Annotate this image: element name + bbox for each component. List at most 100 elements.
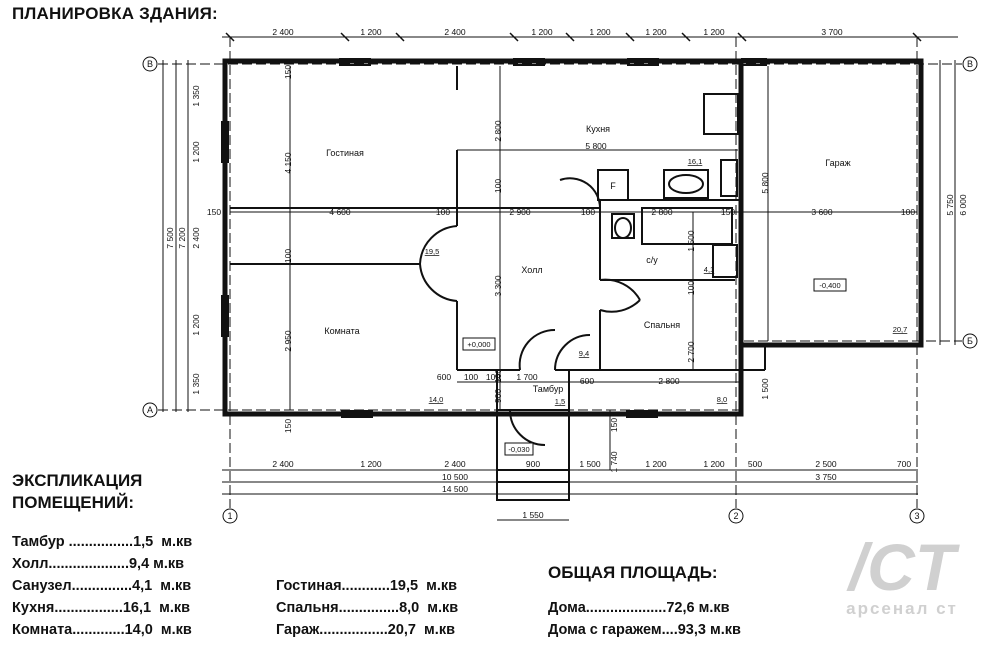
dim-label: 2 950: [283, 330, 293, 352]
area-label: 14,0: [429, 395, 444, 404]
axis-marker-right-mid: [962, 333, 978, 349]
dim-label: 150: [721, 207, 735, 217]
dim-label: 1 740: [609, 451, 619, 473]
axis-label: 2: [733, 511, 738, 521]
dim-label: 900: [526, 459, 540, 469]
area-label: 9,4: [579, 349, 589, 358]
dim-label: 1 350: [191, 85, 201, 107]
explication-row: Кухня.................16,1 м.кв: [12, 600, 191, 616]
dim-label: 500: [748, 459, 762, 469]
axis-marker-top-left: [142, 56, 158, 72]
dim-label: 2 400: [191, 227, 201, 249]
axis-marker-2: [728, 508, 744, 524]
explication-row: Комната.............14,0 м.кв: [12, 622, 192, 638]
dim-label: 150: [207, 207, 221, 217]
room-label-garage: Гараж: [825, 158, 850, 168]
dim-label: 100: [436, 207, 450, 217]
dim-label: 600: [437, 372, 451, 382]
dim-label: 2 400: [444, 459, 466, 469]
area-label: 1,5: [555, 397, 565, 406]
dim-label: 100: [686, 281, 696, 295]
explication-title-line: ЭКСПЛИКАЦИЯ: [12, 471, 143, 490]
level-label: -0,030: [508, 445, 529, 454]
room-label-hall: Холл: [521, 265, 542, 275]
dim-label: 700: [897, 459, 911, 469]
dim-label: 6 000: [958, 194, 968, 216]
dim-label: 100: [493, 179, 503, 193]
explication-row: Тамбур ................1,5 м.кв: [12, 534, 193, 550]
explication-row: Гостиная............19,5 м.кв: [276, 578, 458, 594]
axis-marker-top-right: [962, 56, 978, 72]
dim-label: 2 800: [651, 207, 673, 217]
dim-label: 1 500: [686, 230, 696, 252]
axis-label: Б: [967, 336, 973, 346]
dim-label: 4 150: [283, 152, 293, 174]
dim-label: 100: [283, 249, 293, 263]
dim-label: 1 350: [191, 373, 201, 395]
dim-label: 150: [283, 419, 293, 433]
dim-label: 1 500: [579, 459, 601, 469]
explication-row: Гараж.................20,7 м.кв: [276, 622, 455, 638]
dim-label: 100: [464, 372, 478, 382]
explication-title-line: ПОМЕЩЕНИЙ:: [12, 493, 134, 512]
page-title: ПЛАНИРОВКА ЗДАНИЯ:: [12, 4, 218, 23]
area-label: 19,5: [425, 247, 440, 256]
dim-label: 1 200: [360, 459, 382, 469]
dim-label: 2 800: [658, 376, 680, 386]
dim-label: 3 600: [811, 207, 833, 217]
dim-label: 1 200: [531, 27, 553, 37]
dim-label: 7 200: [177, 227, 187, 249]
dim-label: 150: [283, 65, 293, 79]
dim-label: 14 500: [442, 484, 468, 494]
dim-label: 2 400: [444, 27, 466, 37]
total-row-house-garage: Дома с гаражем....93,3 м.кв: [548, 622, 741, 638]
dim-label: 150: [609, 418, 619, 432]
axis-marker-3: [909, 508, 925, 524]
dim-label: 7 500: [165, 227, 175, 249]
area-label: 8,0: [717, 395, 727, 404]
dim-label: 5 750: [945, 194, 955, 216]
axis-label: В: [967, 59, 973, 69]
dim-label: 1 200: [703, 459, 725, 469]
axis-label: 3: [914, 511, 919, 521]
dim-label: 2 900: [509, 207, 531, 217]
dim-label: 5 800: [760, 172, 770, 194]
axis-label: 1: [227, 511, 232, 521]
dim-label: 2 400: [272, 27, 294, 37]
dim-label: 1 200: [645, 459, 667, 469]
dim-label: 600: [580, 376, 594, 386]
room-label-room: Комната: [324, 326, 359, 336]
level-label: -0,400: [819, 281, 840, 290]
explication-row: Спальня...............8,0 м.кв: [276, 600, 459, 616]
dim-label: 1 200: [191, 314, 201, 336]
total-row-house: Дома....................72,6 м.кв: [548, 600, 730, 616]
dim-label: 1 200: [360, 27, 382, 37]
dim-label: 1 200: [703, 27, 725, 37]
dim-label: 1 550: [522, 510, 544, 520]
explication-row: Санузел...............4,1 м.кв: [12, 578, 192, 594]
dim-label: 2 700: [686, 341, 696, 363]
dim-label: 2 800: [493, 120, 503, 142]
dim-label: 10 500: [442, 472, 468, 482]
logo-mark: /CT: [846, 530, 960, 604]
level-label: +0,000: [467, 340, 490, 349]
room-label-bedroom: Спальня: [644, 320, 680, 330]
dim-label: 100: [493, 369, 503, 383]
dim-label: 1 200: [645, 27, 667, 37]
dim-label: 1 700: [516, 372, 538, 382]
dim-label: 1 200: [191, 141, 201, 163]
total-area-title: ОБЩАЯ ПЛОЩАДЬ:: [548, 563, 718, 582]
axis-marker-1: [222, 508, 238, 524]
room-label-bath: с/у: [646, 255, 658, 265]
dim-label: 2 400: [272, 459, 294, 469]
dim-label: 1 200: [589, 27, 611, 37]
explication-row: Холл....................9,4 м.кв: [12, 556, 185, 572]
area-label: 20,7: [893, 325, 908, 334]
dim-label: 5 800: [585, 141, 607, 151]
dim-label: 900: [493, 389, 503, 403]
dim-label: 2 500: [815, 459, 837, 469]
dim-label: 4 600: [329, 207, 351, 217]
dim-label: 100: [581, 207, 595, 217]
room-label-kitchen: Кухня: [586, 124, 610, 134]
